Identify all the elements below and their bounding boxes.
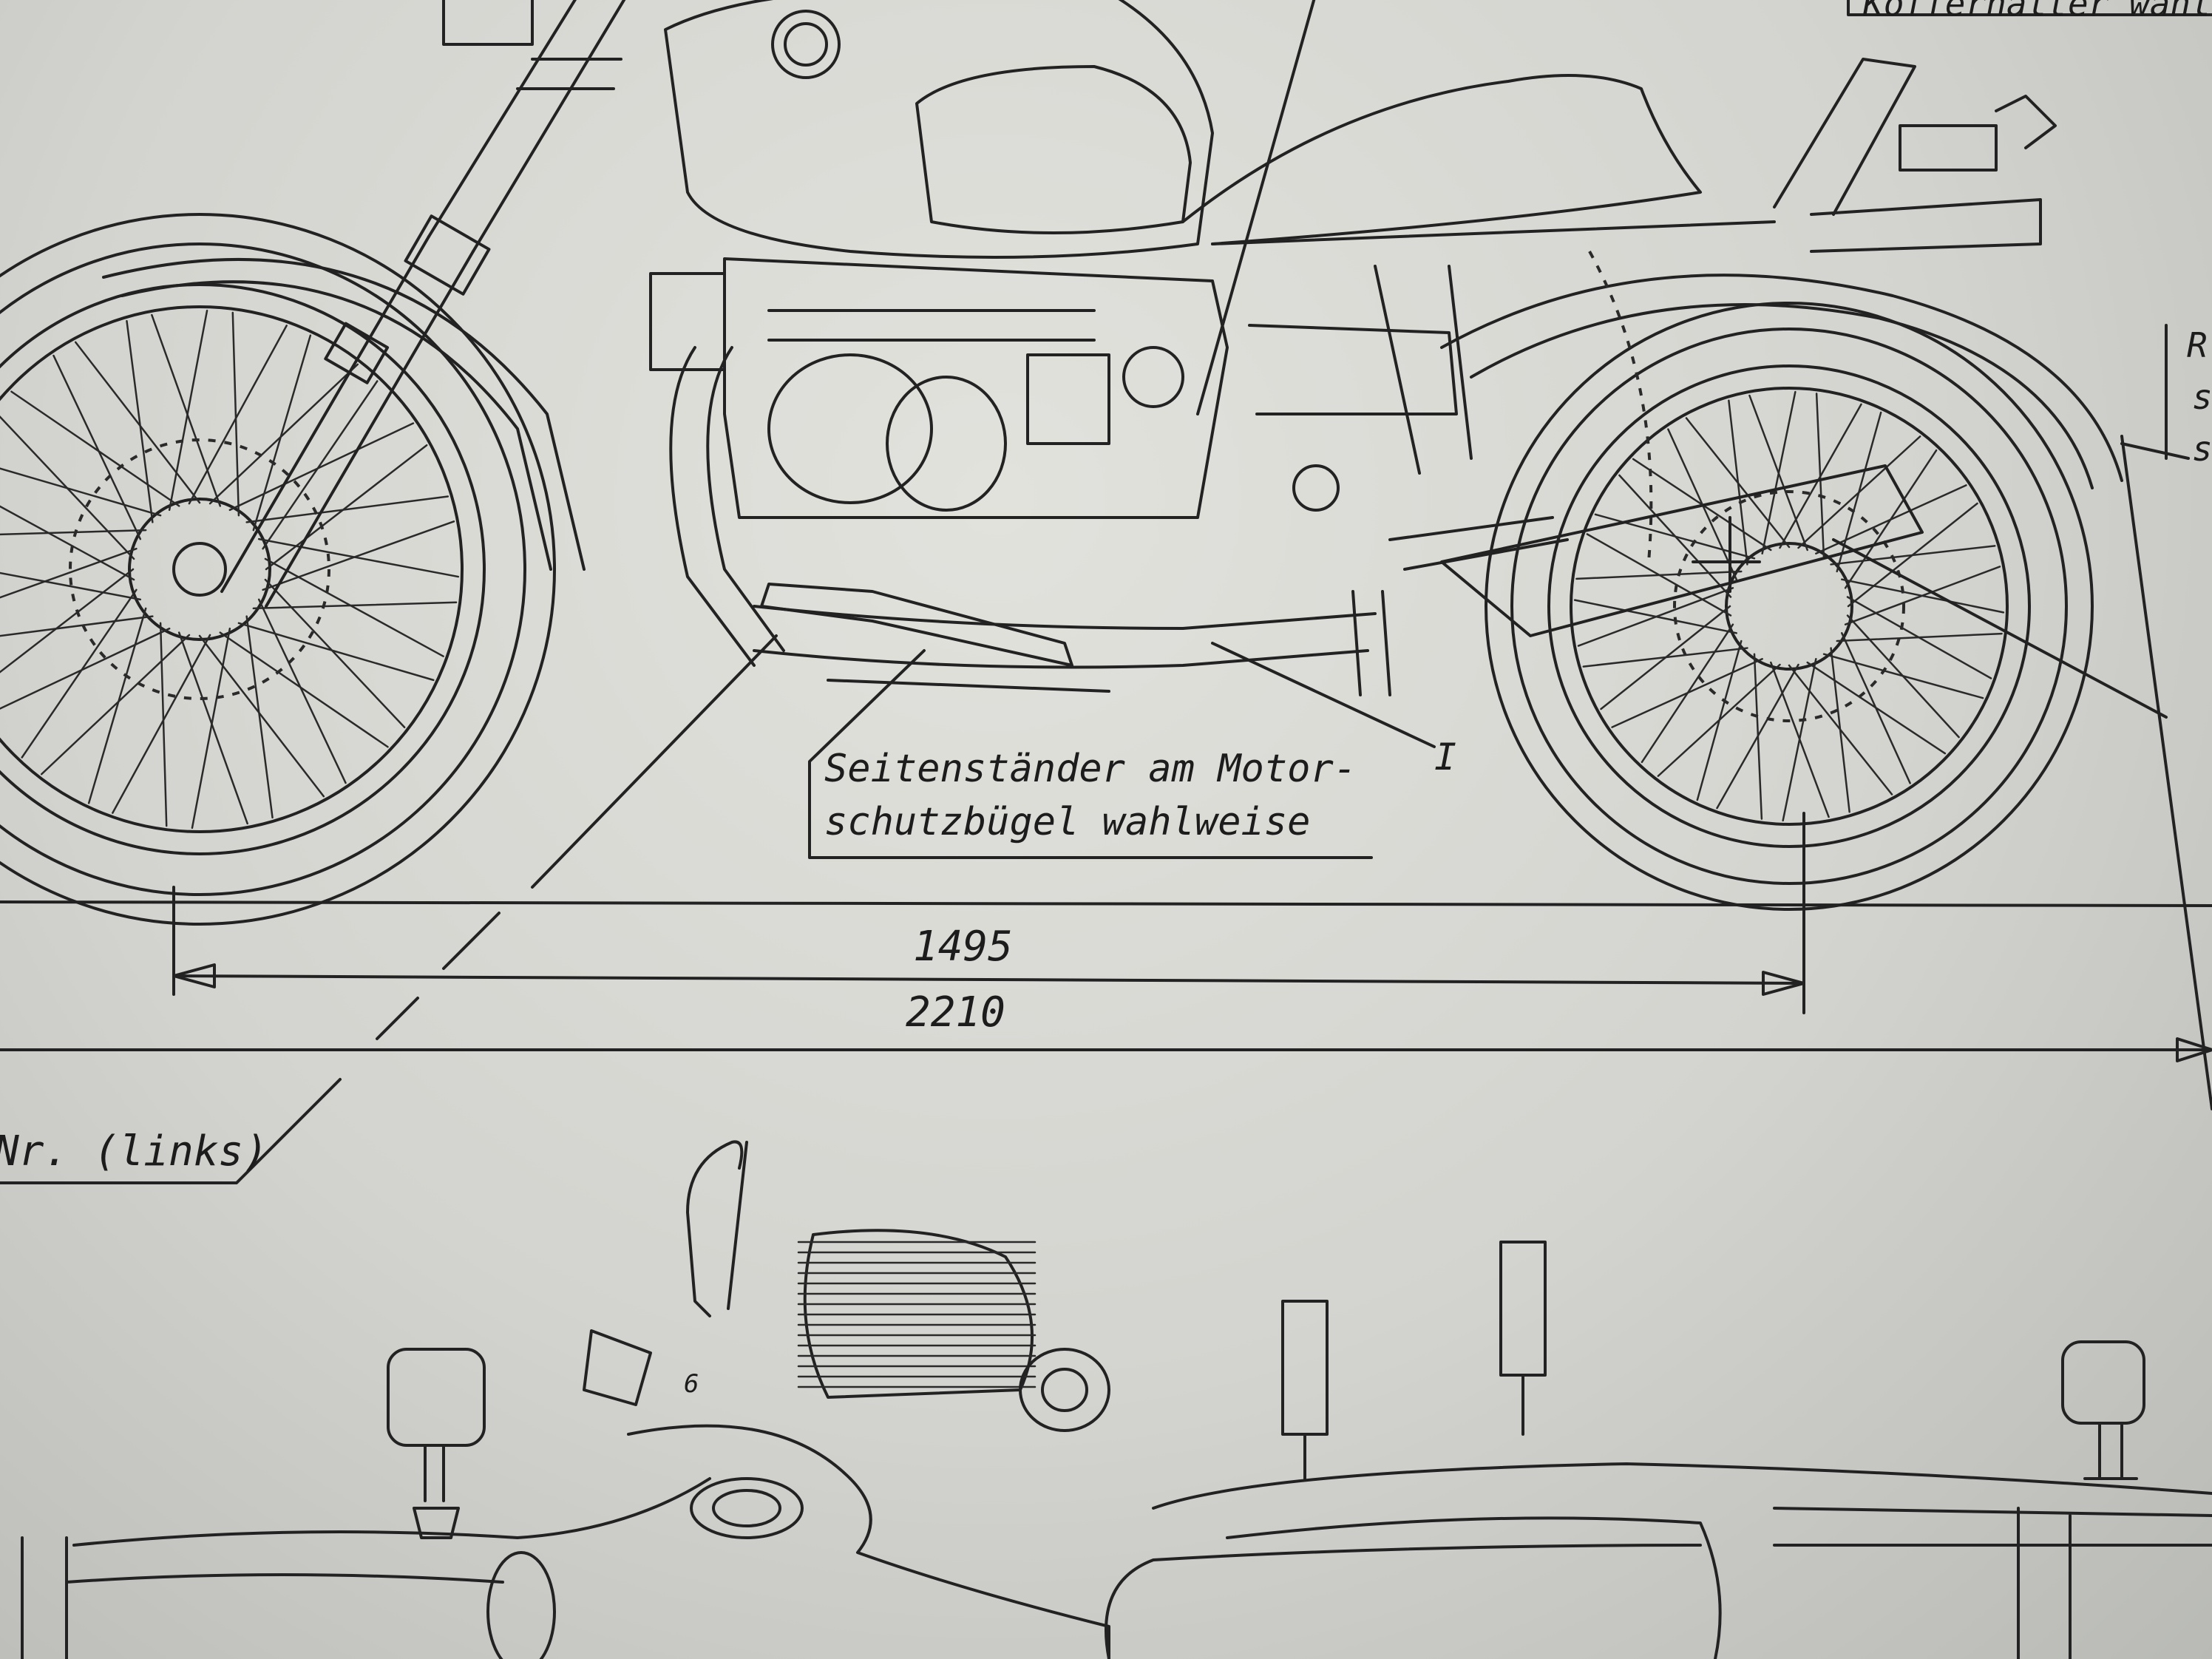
spoke xyxy=(1641,623,1734,764)
badge-six: 6 xyxy=(684,1369,699,1399)
seat xyxy=(1181,74,1776,245)
front-fork xyxy=(220,0,626,608)
side-stand-note-line2: schutzbügel wahlweise xyxy=(824,800,1311,844)
top-view-motorcycle xyxy=(21,1140,2212,1659)
spoke xyxy=(245,615,274,819)
spoke xyxy=(1806,661,1947,755)
spoke xyxy=(0,568,135,674)
leader-lines xyxy=(531,0,2212,1110)
spoke xyxy=(0,505,135,581)
nr-links-label: Nr. (links) xyxy=(0,1127,268,1175)
spoke xyxy=(0,615,154,637)
spoke xyxy=(262,380,379,550)
spoke xyxy=(1830,545,1996,566)
spoke xyxy=(52,354,142,540)
spoke xyxy=(245,495,449,523)
spoke xyxy=(208,363,359,505)
spoke xyxy=(177,631,248,825)
spoke xyxy=(0,415,135,560)
spoke xyxy=(112,634,211,814)
spoke xyxy=(262,520,455,591)
spoke xyxy=(151,313,222,507)
edge-label-s2: s xyxy=(2192,429,2212,469)
spoke xyxy=(1846,596,1992,679)
spoke xyxy=(198,634,325,798)
spoke xyxy=(40,634,191,776)
spoke xyxy=(0,627,171,710)
spoke xyxy=(252,334,312,532)
engine-block xyxy=(649,257,1473,519)
part-marker-i: I xyxy=(1434,736,1457,778)
spoke xyxy=(228,422,415,512)
spoke xyxy=(0,467,162,517)
spoke xyxy=(126,319,154,523)
spoke xyxy=(1770,661,1830,818)
spoke xyxy=(0,547,138,599)
fuel-tank xyxy=(664,0,1214,259)
spoke xyxy=(87,607,147,804)
spoke xyxy=(1685,417,1791,549)
spoke xyxy=(264,557,444,657)
spoke xyxy=(1696,639,1743,801)
spoke xyxy=(159,622,168,827)
spoke xyxy=(0,529,147,536)
spoke xyxy=(252,601,458,610)
spoke xyxy=(257,598,347,784)
spoke xyxy=(188,325,288,505)
front-fender xyxy=(102,257,586,571)
spoke xyxy=(219,631,389,748)
spoke xyxy=(264,578,406,729)
spoke xyxy=(1844,449,1938,589)
kofferhalter-label: Kofferhalter wahl xyxy=(1863,0,2211,24)
spoke xyxy=(265,444,428,571)
spoke xyxy=(10,390,180,507)
spoke xyxy=(168,309,208,512)
spoke xyxy=(0,571,142,601)
spoke xyxy=(1841,578,2005,614)
spoke xyxy=(191,627,231,830)
frame-and-exhaust xyxy=(669,346,1924,696)
spoke xyxy=(1788,664,1893,795)
overall-length-dimension: 2210 xyxy=(906,988,1005,1037)
luggage-rack xyxy=(1773,0,2212,253)
spoke xyxy=(1815,393,1825,560)
spoke xyxy=(237,622,435,682)
edge-label-s1: s xyxy=(2192,377,2212,417)
spoke xyxy=(257,537,460,578)
spoke xyxy=(1822,653,1984,699)
spoke xyxy=(1748,394,1808,552)
spoke xyxy=(1600,605,1731,710)
spoke xyxy=(231,311,240,517)
rear-wheel xyxy=(1485,302,2094,911)
wheelbase-dimension: 1495 xyxy=(913,923,1013,971)
rear-fender xyxy=(1440,251,2123,563)
edge-label-r: R xyxy=(2187,325,2208,365)
side-stand-note-line1: Seitenständer am Motor- xyxy=(824,747,1357,791)
dimension-lines xyxy=(0,812,2212,1184)
front-wheel xyxy=(0,213,556,926)
spoke xyxy=(1577,587,1734,647)
spoke xyxy=(1575,570,1743,580)
spoke xyxy=(1753,653,1763,820)
spoke xyxy=(21,588,138,759)
spoke xyxy=(74,341,201,504)
